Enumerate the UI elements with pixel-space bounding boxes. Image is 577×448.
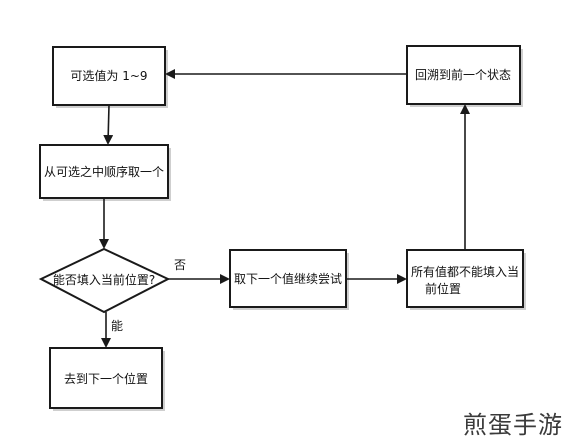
watermark: 煎蛋手游	[463, 411, 563, 439]
node-next-value-label: 取下一个值继续尝试	[234, 271, 342, 286]
node-none-fit-label-line1: 所有值都不能填入当	[411, 264, 519, 279]
edge-label-yes: 能	[111, 319, 123, 333]
node-pick: 从可选之中顺序取一个	[39, 144, 171, 201]
node-pick-label: 从可选之中顺序取一个	[44, 164, 164, 179]
node-can-fill: 能否填入当前位置?	[38, 247, 171, 314]
node-backtrack-label: 回溯到前一个状态	[415, 67, 511, 82]
node-choices-label: 可选值为 1~9	[70, 68, 147, 83]
node-none-fit-label-line2: 前位置	[425, 281, 461, 296]
edge-label-no: 否	[174, 258, 186, 272]
edge-choices-to-pick	[103, 104, 114, 145]
node-next-pos-label: 去到下一个位置	[64, 371, 148, 386]
node-backtrack: 回溯到前一个状态	[406, 45, 523, 107]
node-none-fit: 所有值都不能填入当 前位置	[406, 249, 526, 310]
node-choices: 可选值为 1~9	[52, 46, 168, 108]
node-can-fill-label: 能否填入当前位置?	[53, 272, 155, 287]
node-next-pos: 去到下一个位置	[49, 347, 165, 411]
node-next-value: 取下一个值继续尝试	[229, 249, 349, 310]
